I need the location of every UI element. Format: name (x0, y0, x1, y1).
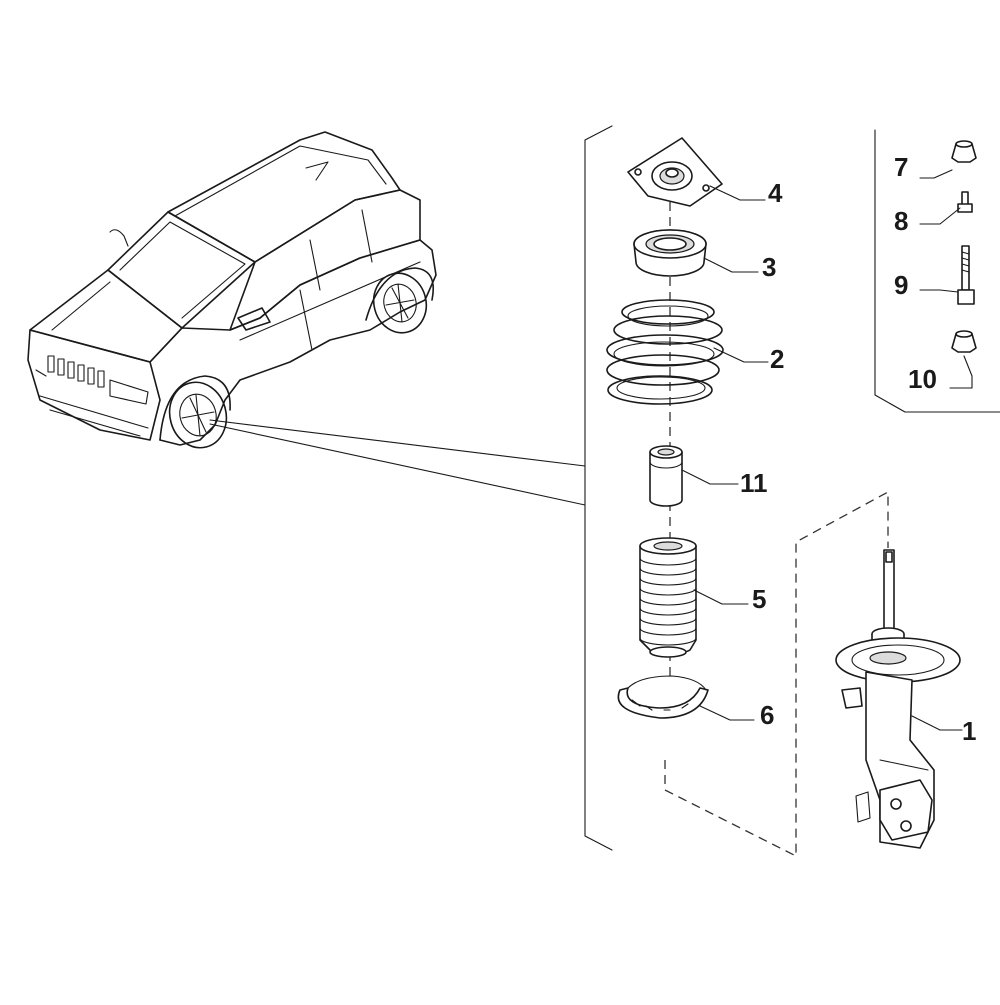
part-top-mount (627, 137, 723, 207)
part-strut-assembly (835, 549, 961, 849)
part-nut-10 (951, 330, 977, 353)
callout-5: 5 (752, 584, 766, 614)
callout-11: 11 (740, 468, 768, 498)
callout-8: 8 (894, 206, 908, 236)
callout-leaders (681, 169, 973, 731)
part-coil-spring (606, 299, 724, 405)
callout-6: 6 (760, 700, 774, 730)
callout-9: 9 (894, 270, 908, 300)
wheel-leader-lines (209, 419, 586, 506)
part-strut-bearing (633, 229, 707, 277)
vehicle-illustration (27, 131, 437, 449)
part-bolt-9 (957, 245, 975, 305)
callout-10: 10 (908, 364, 937, 394)
part-dust-boot (639, 537, 697, 658)
part-bump-stop (649, 445, 683, 507)
fastener-group-bracket (874, 129, 1000, 413)
part-bolt-8 (957, 191, 973, 213)
callout-7: 7 (894, 152, 908, 182)
callout-2: 2 (770, 344, 784, 374)
part-spring-seat (617, 675, 709, 719)
assembly-bracket (584, 125, 613, 851)
callout-1: 1 (962, 716, 976, 746)
callout-4: 4 (768, 178, 783, 208)
assembly-axis-lines (664, 172, 889, 858)
callout-3: 3 (762, 252, 776, 282)
part-nut-7 (951, 140, 977, 163)
callout-labels: 4 3 2 11 5 6 1 7 8 9 10 (740, 152, 976, 746)
